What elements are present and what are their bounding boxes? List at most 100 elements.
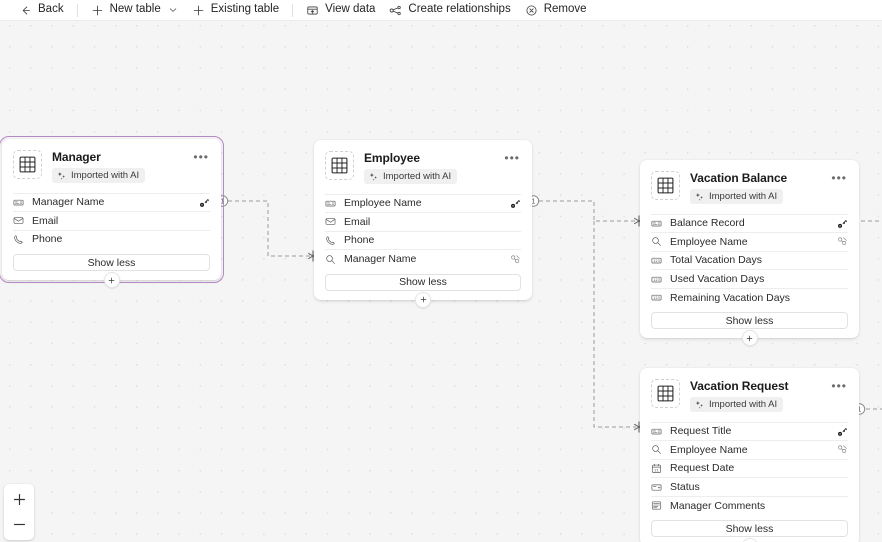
phone-icon <box>326 236 335 245</box>
toolbar-remove-button[interactable]: Remove <box>518 0 594 21</box>
top-toolbar: Back New table Existing table View data Crea… <box>0 0 882 21</box>
show-less-button[interactable]: Show less <box>13 254 210 272</box>
table-field-row[interactable]: Email <box>325 212 521 231</box>
ai-sparkle-icon <box>695 400 703 409</box>
chevron-down-icon <box>168 5 178 15</box>
table-title: Employee <box>364 151 420 165</box>
text-field-icon <box>651 220 662 227</box>
ai-sparkle-icon <box>695 400 705 410</box>
field-type-icon <box>651 236 665 247</box>
add-field-button[interactable] <box>741 330 758 347</box>
primary-key-icon <box>510 198 521 209</box>
table-field-row[interactable]: Phone <box>13 229 210 249</box>
field-label: Total Vacation Days <box>670 254 763 267</box>
view-data-icon <box>306 4 319 17</box>
email-icon <box>13 217 24 225</box>
toolbar-existing-table-button[interactable]: Existing table <box>185 0 286 21</box>
field-type-icon: 123 <box>651 292 665 303</box>
show-less-button[interactable]: Show less <box>651 520 848 538</box>
relationship-field-icon <box>510 254 521 265</box>
calendar-icon: 21 <box>652 463 661 473</box>
design-canvas[interactable]: 1 1 <box>0 21 882 542</box>
toolbar-create-rel-label: Create relationships <box>408 3 511 16</box>
toolbar-back-button[interactable]: Back <box>12 0 71 21</box>
number-field-icon: 123 <box>651 276 662 282</box>
number-field-icon: 123 <box>651 294 662 301</box>
table-more-options-button[interactable]: ••• <box>504 151 520 165</box>
show-less-button[interactable]: Show less <box>325 273 521 291</box>
ai-badge-label: Imported with AI <box>383 171 452 182</box>
table-field-row[interactable]: Manager Comments <box>651 495 848 515</box>
toolbar-view-data-button[interactable]: View data <box>299 0 382 21</box>
plus-icon <box>746 335 753 342</box>
field-type-icon <box>651 444 665 455</box>
field-trailing-icons <box>199 197 210 208</box>
table-grid-icon <box>13 150 42 179</box>
table-grid-icon <box>19 156 36 173</box>
relationship-field-icon <box>837 236 848 247</box>
table-field-row[interactable]: Manager Name <box>13 192 210 212</box>
table-more-options-button[interactable]: ••• <box>831 171 847 185</box>
toolbar-existing-table-label: Existing table <box>210 3 280 16</box>
field-label: Employee Name <box>670 443 748 456</box>
ai-badge-label: Imported with AI <box>71 170 140 181</box>
toolbar-view-data-label: View data <box>325 3 376 16</box>
table-title: Vacation Request <box>690 379 789 393</box>
table-more-options-button[interactable]: ••• <box>831 379 847 393</box>
table-more-options-button[interactable]: ••• <box>193 150 209 164</box>
plus-icon <box>193 5 204 15</box>
cardinality-one-label: 1 <box>221 199 225 206</box>
add-field-button[interactable] <box>103 272 120 289</box>
zoom-control <box>4 484 34 540</box>
toolbar-back-label: Back <box>38 3 64 16</box>
number-field-icon: 123 <box>651 257 662 264</box>
chevron-down-icon <box>169 8 176 12</box>
table-field-row[interactable]: Email <box>13 211 210 230</box>
table-grid-icon <box>657 177 674 194</box>
ai-sparkle-icon <box>57 171 65 180</box>
table-field-row[interactable]: Request Title <box>651 421 848 441</box>
minus-icon <box>13 523 25 526</box>
svg-text:123: 123 <box>653 296 660 300</box>
primary-key-icon <box>838 427 848 436</box>
ai-sparkle-icon <box>695 192 705 202</box>
table-field-row[interactable]: Employee Name <box>651 232 848 251</box>
field-type-icon <box>13 197 27 208</box>
table-field-row[interactable]: Balance Record <box>651 213 848 233</box>
plus-icon <box>91 4 104 17</box>
table-title: Vacation Balance <box>690 171 788 185</box>
table-field-row[interactable]: Employee Name <box>651 440 848 459</box>
show-less-button[interactable]: Show less <box>651 312 848 330</box>
field-type-icon <box>651 482 665 493</box>
table-field-row[interactable]: 123 Total Vacation Days <box>651 250 848 270</box>
relationship-employee-vacation: 1 <box>527 195 645 433</box>
toolbar-create-rel-button[interactable]: Create relationships <box>382 0 517 21</box>
table-grid-icon <box>651 171 680 200</box>
table-title: Manager <box>52 150 101 164</box>
field-label: Phone <box>344 234 375 247</box>
toolbar-new-table-button[interactable]: New table <box>84 0 185 21</box>
table-field-row[interactable]: Manager Name <box>325 249 521 268</box>
zoom-in-button[interactable] <box>4 487 34 512</box>
table-field-row[interactable]: Phone <box>325 230 521 250</box>
table-field-row[interactable]: Employee Name <box>325 193 521 213</box>
field-label: Email <box>32 214 59 227</box>
add-field-button[interactable] <box>741 538 758 542</box>
table-field-row[interactable]: Status <box>651 477 848 496</box>
choice-field-icon <box>651 484 662 491</box>
relationship-field-icon <box>837 444 848 455</box>
zoom-out-button[interactable] <box>4 512 34 537</box>
add-field-button[interactable] <box>415 291 431 308</box>
email-icon <box>325 218 336 226</box>
